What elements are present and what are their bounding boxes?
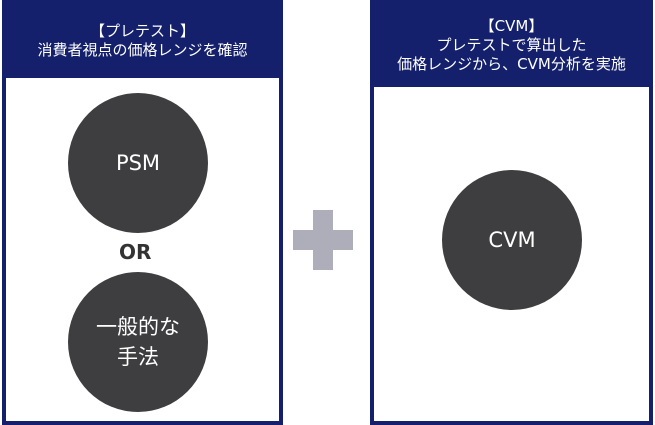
cvm-header: 【CVM】 プレテストで算出した 価格レンジから、CVM分析を実施 (374, 4, 649, 87)
general-method-circle: 一般的な 手法 (68, 272, 208, 412)
cvm-subtitle-1: プレテストで算出した (436, 36, 587, 54)
pretest-subtitle: 消費者視点の価格レンジを確認 (37, 41, 248, 59)
plus-icon-vertical (313, 210, 333, 270)
psm-label: PSM (115, 151, 161, 175)
cvm-subtitle-2: 価格レンジから、CVM分析を実施 (397, 55, 626, 73)
pretest-header: 【プレテスト】 消費者視点の価格レンジを確認 (6, 4, 279, 78)
pretest-title: 【プレテスト】 (89, 22, 195, 40)
cvm-circle: CVM (442, 170, 582, 310)
cvm-label: CVM (488, 228, 536, 252)
general-method-line2: 手法 (117, 345, 159, 369)
cvm-title: 【CVM】 (479, 17, 544, 35)
psm-circle: PSM (68, 93, 208, 233)
or-label: OR (119, 240, 152, 264)
general-method-line1: 一般的な (96, 315, 180, 339)
